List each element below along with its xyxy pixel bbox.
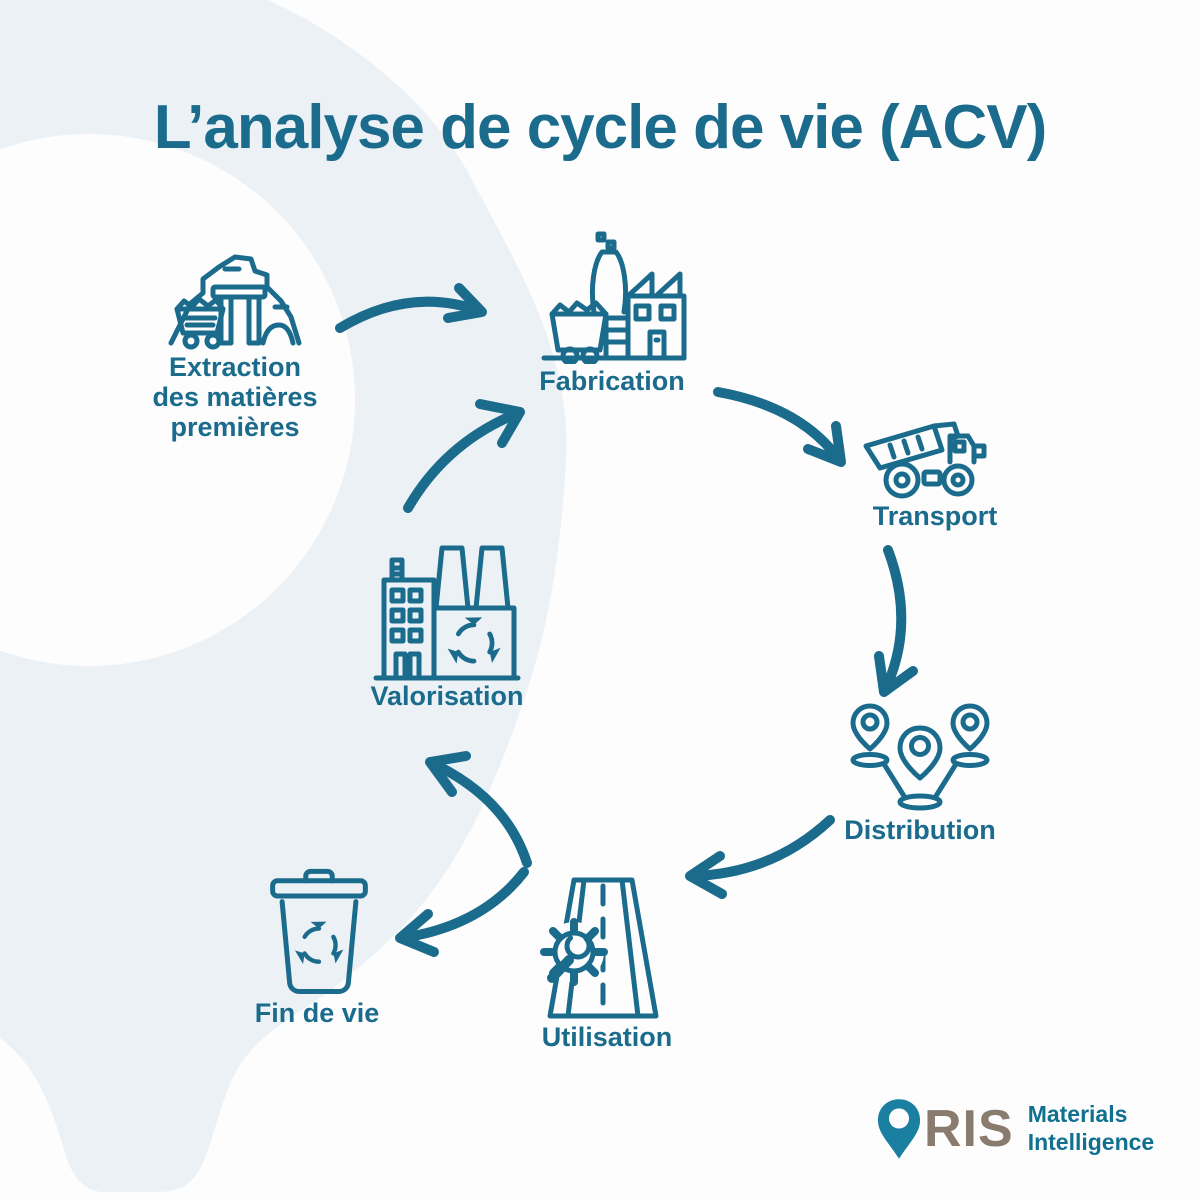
stage-label-distribution: Distribution — [844, 815, 996, 845]
oris-logo-text: RIS — [924, 1100, 1014, 1158]
stage-label-transport: Transport — [872, 501, 998, 531]
oris-tagline: Materials Intelligence — [1028, 1101, 1155, 1156]
oris-tagline-line1: Materials — [1027, 1101, 1128, 1128]
oris-pin-o-icon — [877, 1099, 921, 1159]
oris-logo: RIS Materials Intelligence — [876, 1097, 1154, 1161]
recycling-plant-icon — [372, 542, 522, 684]
factory-icon — [540, 226, 688, 364]
dump-truck-icon — [862, 416, 992, 504]
stage-label-fin-de-vie: Fin de vie — [254, 998, 380, 1028]
map-pins-icon — [840, 702, 1000, 814]
mine-cart-icon — [165, 245, 305, 357]
stage-label-extraction: Extraction des matières premières — [152, 352, 318, 443]
stage-label-valorisation: Valorisation — [370, 681, 524, 711]
oris-tagline-line2: Intelligence — [1027, 1129, 1155, 1155]
road-maintenance-icon — [528, 872, 678, 1024]
stage-label-utilisation: Utilisation — [541, 1022, 673, 1052]
stage-label-fabrication: Fabrication — [539, 366, 685, 396]
trash-recycling-icon — [258, 860, 380, 1000]
page-title: L’analyse de cycle de vie (ACV) — [153, 93, 1048, 162]
